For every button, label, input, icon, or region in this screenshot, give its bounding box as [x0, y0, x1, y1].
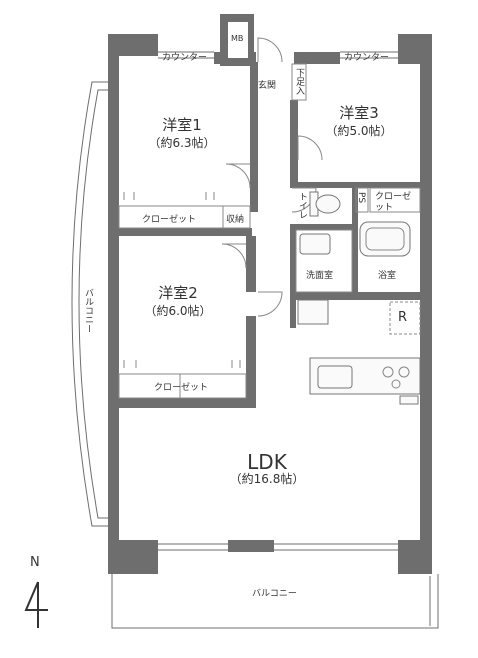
mb-inner: [228, 22, 248, 58]
closet2-box: [118, 373, 247, 399]
western2-area: （約6.0帖）: [144, 304, 212, 318]
north-label: N: [30, 555, 40, 570]
toilet-bowl: [315, 194, 341, 214]
entrance-label: 玄関: [258, 81, 277, 91]
bathtub-inner: [365, 227, 405, 251]
door-western2: [221, 243, 247, 269]
closet3-label: クローゼット: [375, 192, 412, 213]
bottom-balcony-outline: [111, 574, 439, 629]
wall-toilet-bottom: [290, 224, 356, 230]
western1-name: 洋室1: [162, 116, 202, 134]
washbasin: [299, 233, 331, 255]
wall-wet-area-bottom: [290, 292, 432, 300]
ps-box: [355, 187, 369, 213]
closet1-label: クローゼット: [142, 215, 197, 225]
door-washroom: [257, 291, 283, 317]
mb-label: MB: [231, 34, 244, 43]
wall-closet2-bottom: [108, 398, 256, 408]
wall-western2-right-lower: [246, 316, 256, 408]
storage-box: [222, 205, 251, 229]
side-balcony-label: バルコニー: [83, 288, 93, 333]
counter-right-label: カウンター: [344, 53, 390, 63]
wall-western1-right: [250, 62, 258, 212]
closet3-box: [369, 187, 421, 213]
north-arrow-head: [24, 581, 48, 611]
counter-left-label: カウンター: [162, 53, 208, 63]
storage-label: 収納: [226, 215, 245, 225]
western1-area: （約6.3帖）: [148, 136, 216, 150]
shoe-storage-label: 下足入: [294, 68, 304, 95]
wall-right: [420, 34, 432, 574]
stove-burner-3: [391, 379, 401, 389]
wall-top-left: [108, 34, 158, 56]
wall-top-right-a: [294, 52, 340, 64]
ps-label: PS: [356, 192, 366, 204]
curtain-western1: [123, 192, 215, 200]
stove-burner-1: [382, 366, 394, 378]
side-balcony-outline: [71, 81, 108, 527]
wall-western3-bottom: [290, 182, 432, 188]
western3-area: （約5.0帖）: [325, 124, 393, 138]
western2-name: 洋室2: [158, 284, 198, 302]
bathtub: [359, 221, 411, 257]
door-entrance: [257, 37, 283, 63]
kitchen-range-hood: [399, 395, 419, 405]
wall-left: [108, 34, 119, 574]
curtain-western2: [123, 360, 241, 368]
wall-bath-left: [352, 188, 358, 292]
washroom-label: 洗面室: [306, 271, 334, 281]
shoe-storage-box: [291, 63, 307, 101]
door-western3: [297, 135, 323, 161]
refrigerator-label: R: [398, 310, 408, 325]
door-western1: [225, 163, 251, 189]
bottom-balcony-label: バルコニー: [252, 589, 297, 599]
ldk-area: （約16.8帖）: [229, 472, 305, 486]
washing-machine-area: [297, 299, 329, 325]
bathroom-label: 浴室: [378, 271, 397, 281]
western3-name: 洋室3: [339, 104, 379, 122]
wall-bottom-mid: [228, 540, 274, 552]
refrigerator-box: [389, 301, 421, 335]
kitchen-sink: [317, 365, 353, 389]
wall-bottom-right: [398, 540, 432, 574]
wall-closet1-bottom: [108, 228, 252, 236]
wall-western2-right: [246, 236, 256, 292]
ldk-name: LDK: [247, 450, 287, 474]
stove-burner-2: [398, 366, 410, 378]
washroom-box: [295, 229, 353, 293]
wall-corridor-right: [290, 230, 296, 328]
side-balcony-inner: [78, 89, 108, 519]
wall-western3-left: [290, 100, 298, 182]
toilet-label: トイレ: [297, 192, 307, 219]
wall-bottom-left: [108, 540, 158, 574]
closet2-label: クローゼット: [154, 383, 209, 393]
